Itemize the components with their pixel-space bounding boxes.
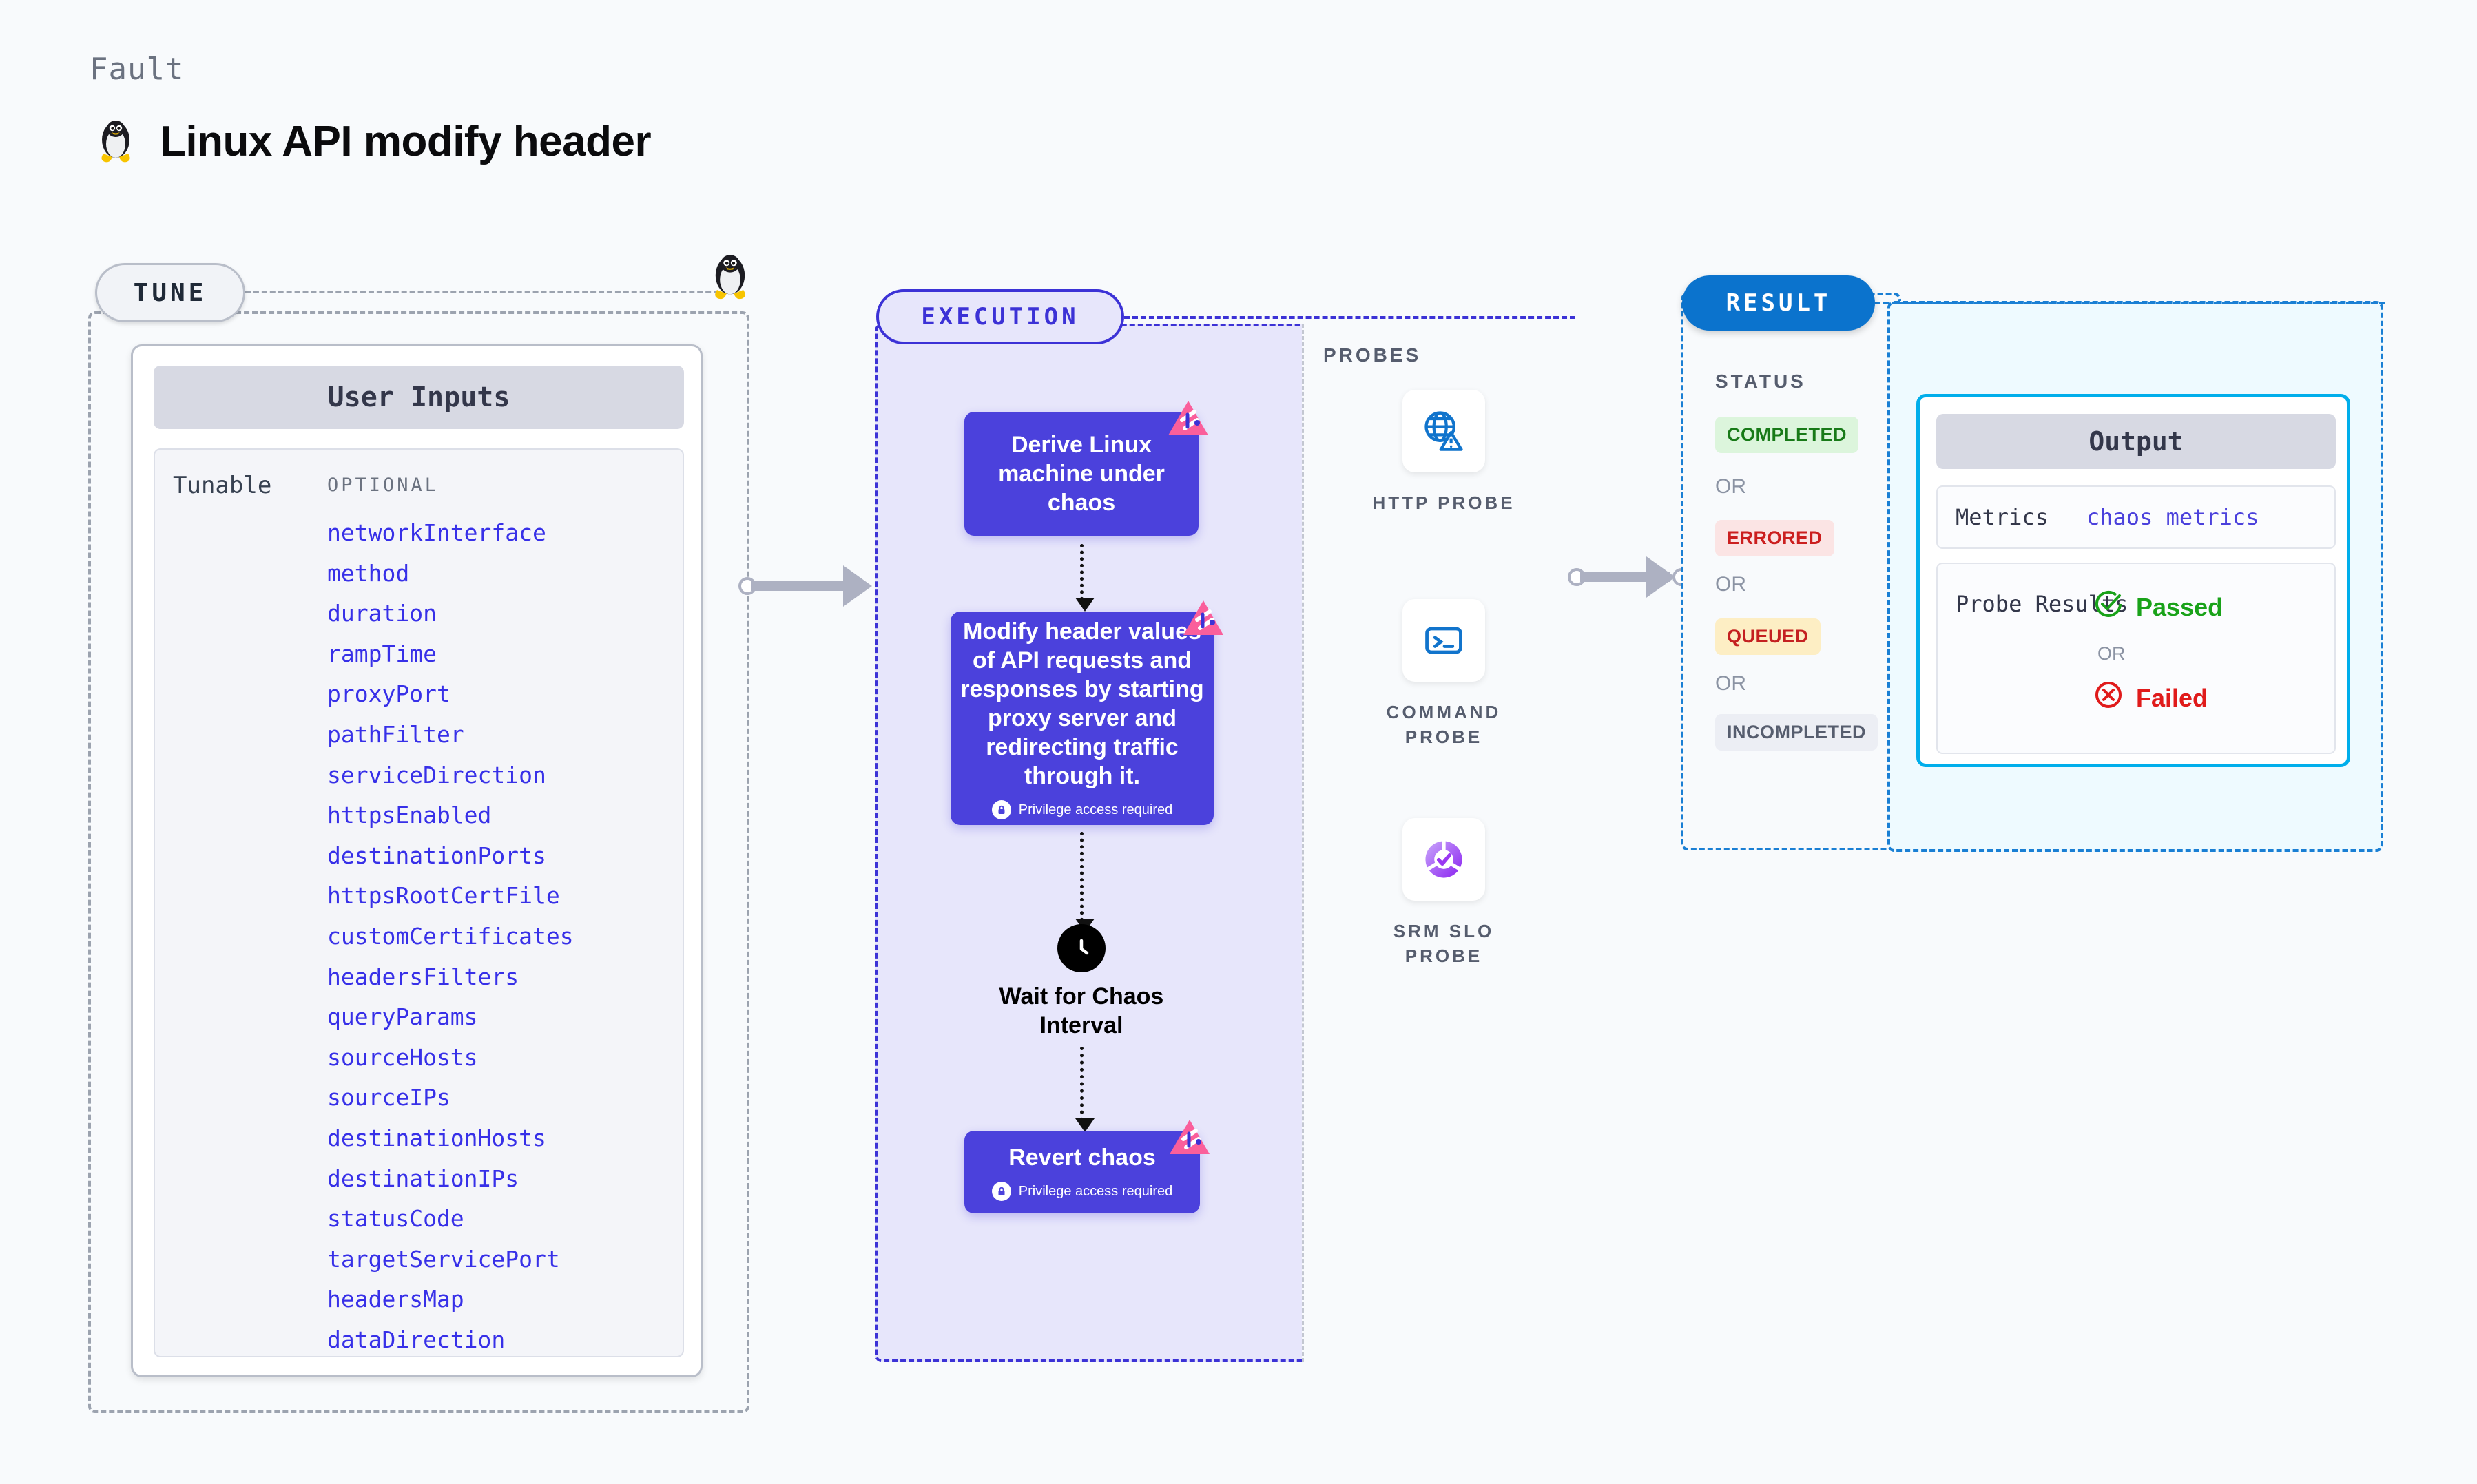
status-badge-incompleted: INCOMPLETED: [1715, 714, 1878, 751]
tunable-param[interactable]: proxyPort: [327, 680, 450, 708]
page-title: Linux API modify header: [160, 118, 652, 165]
status-label: STATUS: [1715, 370, 1806, 392]
probe-http-label: HTTP PROBE: [1372, 492, 1515, 513]
tunable-param[interactable]: targetServicePort: [327, 1245, 560, 1273]
privilege-text: Privilege access required: [1018, 802, 1173, 817]
linux-penguin-icon: [96, 119, 135, 165]
clock-icon: [1057, 924, 1106, 972]
verdict-passed: Passed: [2093, 589, 2223, 625]
tunable-param[interactable]: statusCode: [327, 1205, 464, 1233]
optional-label: OPTIONAL: [327, 474, 439, 496]
status-or-separator: OR: [1715, 573, 1746, 596]
result-stage-container: [1681, 293, 1901, 850]
execution-connector-dashed-line: [1124, 316, 1575, 319]
flow-node-modify-header[interactable]: Modify header values of API requests and…: [951, 600, 1223, 825]
status-badge-errored: ERRORED: [1715, 520, 1834, 556]
flow-node-derive-machine[interactable]: Derive Linux machine under chaos: [964, 401, 1208, 536]
execution-stage-pill[interactable]: EXECUTION: [876, 289, 1124, 344]
tunable-param[interactable]: httpsRootCertFile: [327, 882, 560, 910]
user-inputs-title: User Inputs: [154, 366, 684, 429]
output-title: Output: [1936, 414, 2336, 469]
metrics-row: Metrics chaos metrics: [1936, 485, 2336, 549]
page-title-row: Linux API modify header: [96, 117, 652, 166]
tune-linux-penguin-icon: [709, 253, 751, 305]
verdict-passed-label: Passed: [2136, 592, 2224, 621]
privilege-notice: Privilege access required: [991, 1182, 1173, 1201]
probe-command-label: COMMAND PROBE: [1386, 702, 1502, 747]
flow-arrow-3: [1075, 1047, 1095, 1132]
tunable-param[interactable]: duration: [327, 600, 437, 627]
chaos-badge-icon: [1182, 599, 1225, 639]
tunable-param-list: networkInterface method duration rampTime pr…: [327, 513, 672, 1360]
flow-arrow-2: [1075, 832, 1095, 932]
status-badge-completed: COMPLETED: [1715, 417, 1859, 453]
chaos-badge-icon: [1168, 1118, 1211, 1158]
wait-interval-label: Wait for Chaos Interval: [999, 983, 1164, 1038]
flow-arrow-1: [1075, 544, 1095, 612]
result-stage-pill[interactable]: RESULT: [1682, 275, 1875, 331]
tune-stage-container: [88, 311, 749, 1413]
tunable-param[interactable]: method: [327, 559, 410, 587]
tune-stage-pill[interactable]: TUNE: [95, 263, 245, 322]
fault-eyebrow-label: Fault: [90, 52, 185, 87]
link-arrowhead: [843, 565, 872, 607]
tunable-param[interactable]: sourceIPs: [327, 1084, 450, 1111]
flow-node-modify-text: Modify header values of API requests and…: [960, 618, 1204, 789]
status-or-separator: OR: [1715, 672, 1746, 695]
tunable-param[interactable]: destinationIPs: [327, 1164, 519, 1192]
tunable-param[interactable]: pathFilter: [327, 720, 464, 748]
tunable-param[interactable]: customCertificates: [327, 922, 574, 950]
terminal-icon: [1402, 599, 1485, 682]
lock-icon: [991, 800, 1011, 819]
output-card: Output Metrics chaos metrics Probe Resul…: [1916, 394, 2350, 767]
verdict-failed-label: Failed: [2136, 683, 2208, 712]
verdict-failed: Failed: [2093, 680, 2208, 716]
probe-srm-slo[interactable]: SRM SLO PROBE: [1365, 818, 1523, 968]
privilege-text: Privilege access required: [1018, 1183, 1173, 1199]
tunable-param[interactable]: httpsEnabled: [327, 802, 492, 829]
privilege-notice: Privilege access required: [991, 800, 1173, 819]
probes-title: PROBES: [1323, 344, 1422, 366]
tunable-param[interactable]: sourceHosts: [327, 1043, 478, 1071]
status-badge-queued: QUEUED: [1715, 618, 1821, 655]
verdict-or-separator: OR: [2097, 643, 2126, 664]
tunable-params-box: Tunable OPTIONAL networkInterface method d…: [154, 448, 684, 1357]
probe-command[interactable]: COMMAND PROBE: [1365, 599, 1523, 749]
flow-node-wait-interval: Wait for Chaos Interval: [964, 924, 1199, 1040]
flow-node-revert-chaos[interactable]: Revert chaos Privilege access required: [964, 1120, 1210, 1213]
check-circle-icon: [2093, 589, 2124, 625]
link-arrowhead: [1646, 556, 1675, 598]
tunable-param[interactable]: networkInterface: [327, 519, 546, 546]
user-inputs-card: User Inputs Tunable OPTIONAL networkInte…: [131, 344, 703, 1377]
tunable-label: Tunable: [173, 472, 272, 499]
tune-connector-dashed-line: [245, 291, 727, 293]
status-or-separator: OR: [1715, 475, 1746, 498]
metrics-label: Metrics: [1956, 504, 2049, 530]
link-line: [751, 581, 847, 591]
probe-results-row: Probe Results Passed OR Failed: [1936, 563, 2336, 754]
tunable-param[interactable]: queryParams: [327, 1003, 478, 1031]
tunable-param[interactable]: destinationHosts: [327, 1124, 546, 1151]
metrics-value[interactable]: chaos metrics: [2086, 504, 2259, 530]
flow-node-derive-text: Derive Linux machine under chaos: [998, 432, 1165, 516]
result-connector-dashed-line: [1875, 302, 2385, 304]
tunable-param[interactable]: headersFilters: [327, 963, 519, 990]
chaos-badge-icon: [1167, 399, 1210, 439]
tunable-param[interactable]: dataDirection: [327, 1326, 506, 1353]
x-circle-icon: [2093, 680, 2124, 716]
probe-http[interactable]: HTTP PROBE: [1365, 390, 1523, 515]
probe-srm-slo-label: SRM SLO PROBE: [1393, 921, 1495, 966]
tunable-param[interactable]: destinationPorts: [327, 842, 546, 869]
flow-node-revert-text: Revert chaos: [1008, 1145, 1156, 1171]
tunable-param[interactable]: rampTime: [327, 640, 437, 667]
tunable-param[interactable]: serviceDirection: [327, 761, 546, 788]
lock-icon: [991, 1182, 1011, 1201]
globe-warning-icon: [1402, 390, 1485, 472]
tunable-param[interactable]: headersMap: [327, 1286, 464, 1313]
slo-gauge-check-icon: [1402, 818, 1485, 901]
probes-panel: PROBES HTTP PROBE COMMAND PROBE: [1302, 324, 1577, 1362]
